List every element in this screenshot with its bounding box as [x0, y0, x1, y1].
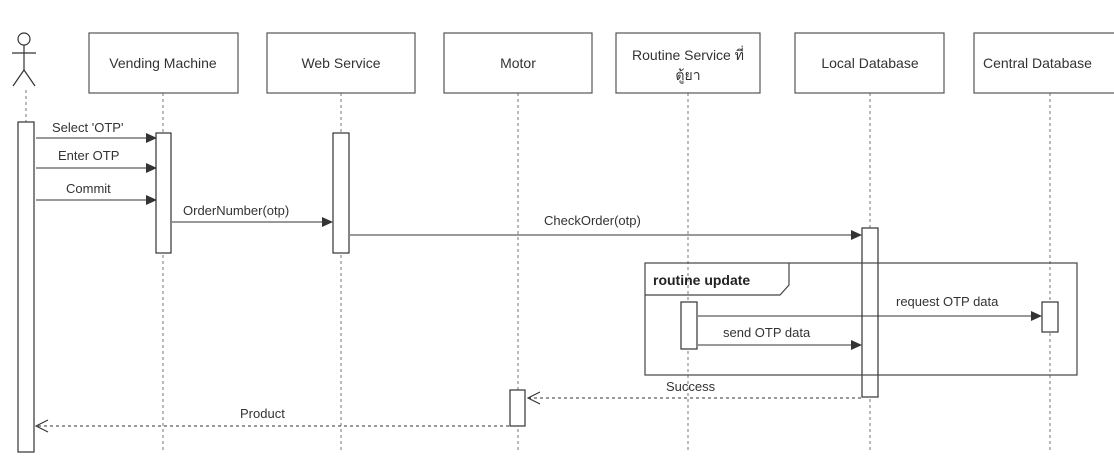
participant-local-database: Local Database [795, 33, 944, 93]
message-send-otp-data: send OTP data [698, 325, 862, 350]
user-actor [12, 33, 36, 86]
message-commit: Commit [36, 181, 157, 205]
participant-routine-service-label-line2: ตู้ยา [675, 67, 700, 84]
participant-vending-machine-label: Vending Machine [109, 55, 217, 71]
fragment-title: routine update [653, 272, 750, 288]
activation-local-database [862, 228, 878, 397]
message-product-label: Product [240, 406, 285, 421]
message-select-otp-label: Select 'OTP' [52, 120, 123, 135]
message-commit-label: Commit [66, 181, 111, 196]
activation-motor [510, 390, 525, 426]
participant-web-service-label: Web Service [301, 55, 380, 71]
activation-vending-machine [156, 133, 171, 253]
participant-central-database-label: Central Database [983, 55, 1092, 71]
message-product: Product [36, 406, 509, 432]
message-check-order: CheckOrder(otp) [350, 213, 862, 240]
activation-central-database [1042, 302, 1058, 332]
message-request-otp-data-label: request OTP data [896, 294, 999, 309]
activation-routine-service [681, 302, 697, 349]
participant-motor-label: Motor [500, 55, 536, 71]
message-check-order-label: CheckOrder(otp) [544, 213, 641, 228]
message-enter-otp: Enter OTP [36, 148, 157, 173]
participant-vending-machine: Vending Machine [89, 33, 238, 93]
activation-web-service [333, 133, 349, 253]
participant-routine-service-label-line1: Routine Service ที่ [632, 46, 744, 63]
participant-routine-service: Routine Service ที่ ตู้ยา [616, 33, 760, 93]
message-success: Success [528, 379, 861, 404]
message-select-otp: Select 'OTP' [36, 120, 157, 143]
activation-user [18, 122, 34, 452]
participant-web-service: Web Service [267, 33, 415, 93]
message-success-label: Success [666, 379, 716, 394]
participant-local-database-label: Local Database [821, 55, 919, 71]
participant-central-database: Central Database [974, 33, 1114, 93]
message-order-number-label: OrderNumber(otp) [183, 203, 289, 218]
routine-update-fragment: routine update [645, 263, 1077, 375]
message-send-otp-data-label: send OTP data [723, 325, 811, 340]
message-order-number: OrderNumber(otp) [172, 203, 333, 227]
participant-motor: Motor [444, 33, 592, 93]
message-enter-otp-label: Enter OTP [58, 148, 119, 163]
